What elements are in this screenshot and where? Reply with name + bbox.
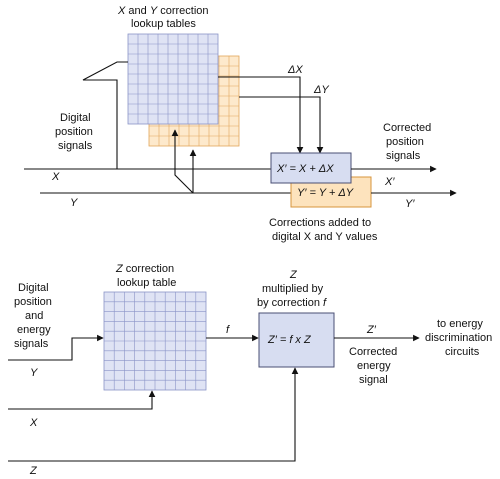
z-input-label-bottom: Z [29,465,38,477]
y-input-path [8,334,104,361]
mult-label-2: multiplied by [262,283,324,295]
destination-label-2: discrimination [425,332,492,344]
x-input-label-bottom: X [29,417,38,429]
mult-label-1: Z [289,269,298,281]
inputs-label-3: and [25,310,43,322]
digital-position-label-3: signals [58,140,93,152]
z-multiplier-box: Z′ = f x Z [258,312,335,368]
corrections-added-label-2: digital X and Y values [272,231,378,243]
x-input-path [8,390,156,410]
corrected-energy-label-2: energy [357,360,391,372]
xy-lut-title-line2: lookup tables [131,18,196,30]
x-correction-lookup-table [127,33,219,125]
corrected-label-1: Corrected [383,122,431,134]
z-lut-title-line2: lookup table [117,277,176,289]
x-input-label: X [51,171,60,183]
corrected-label-2: position [386,136,424,148]
x-to-lut-path [82,61,128,169]
digital-position-label-2: position [55,126,93,138]
f-label: f [226,324,230,336]
corrections-added-label-1: Corrections added to [269,217,371,229]
x-adder-box: X′ = X + ΔX [270,152,352,184]
y-to-lut-path-1 [171,129,194,194]
delta-y-label: ΔY [313,84,329,96]
delta-y-line [239,96,324,154]
svg-text:Z′ = f x Z: Z′ = f x Z [267,334,312,346]
inputs-label-1: Digital [18,282,49,294]
x-prime-label: X′ [384,176,395,188]
digital-position-label-1: Digital [60,112,91,124]
svg-text:Y′ = Y + ΔY: Y′ = Y + ΔY [297,187,354,199]
mult-label-3: by correction f [257,297,327,309]
y-prime-label: Y′ [405,198,415,210]
z-lut-title-line1: Z correction [115,263,174,275]
destination-label-3: circuits [445,346,480,358]
delta-x-line [218,76,304,154]
z-prime-label: Z′ [366,324,377,336]
inputs-label-5: signals [14,338,49,350]
y-input-label-bottom: Y [30,367,38,379]
z-correction-lookup-table [103,291,207,391]
z-input-path [8,367,299,462]
corrected-energy-label-1: Corrected [349,346,397,358]
delta-x-label: ΔX [287,64,303,76]
svg-text:X′ = X + ΔX: X′ = X + ΔX [276,163,334,175]
inputs-label-2: position [14,296,52,308]
inputs-label-4: energy [17,324,51,336]
corrected-energy-label-3: signal [359,374,388,386]
destination-label-1: to energy [437,318,483,330]
corrected-label-3: signals [386,150,421,162]
y-input-label: Y [70,197,78,209]
xy-lut-title-line1: X and Y correction [117,5,209,17]
